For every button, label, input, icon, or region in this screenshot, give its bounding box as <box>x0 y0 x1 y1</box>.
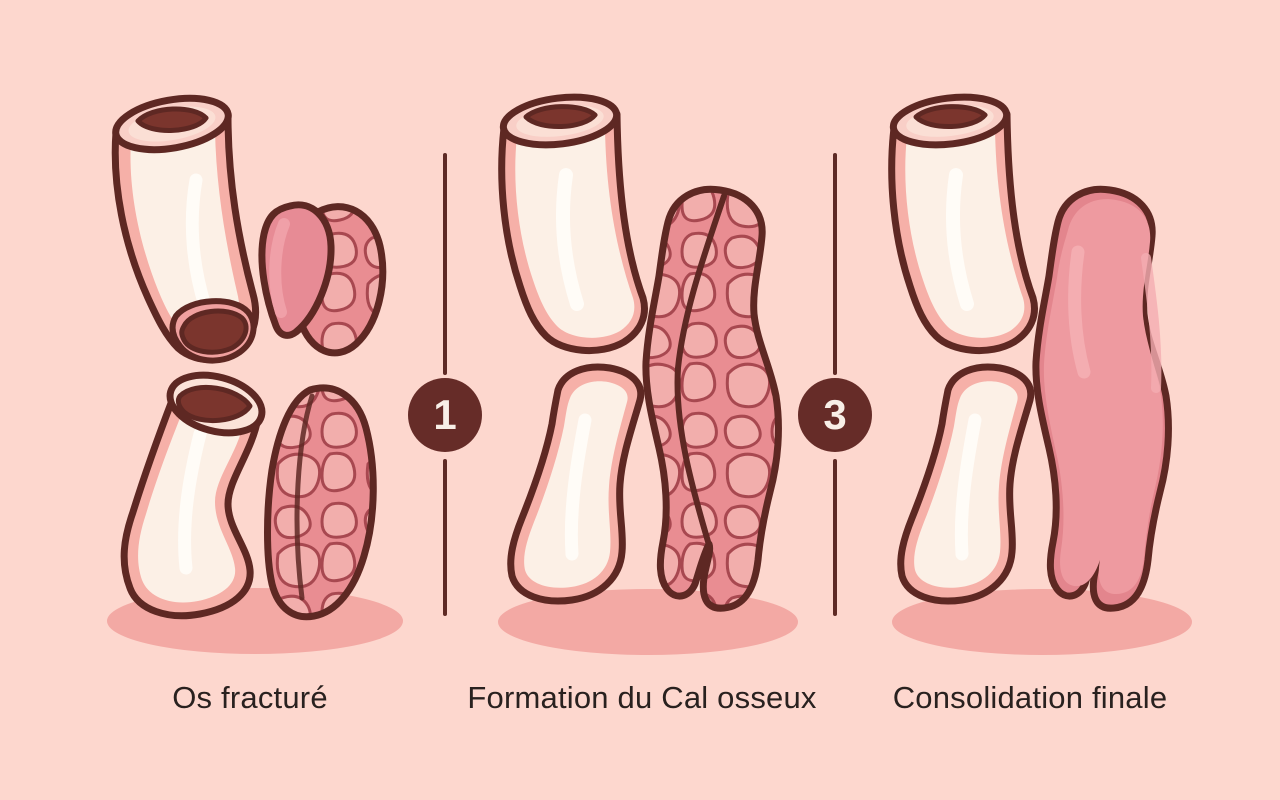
bone-lower <box>901 367 1031 601</box>
step-badge-1: 1 <box>408 378 482 452</box>
divider-line-2-bottom <box>833 459 837 616</box>
bone-upper <box>501 91 645 350</box>
panel-3-illustration <box>891 91 1192 655</box>
step-badge-3: 3 <box>798 378 872 452</box>
bone-lower <box>511 367 641 601</box>
panel-2-illustration <box>498 91 798 655</box>
callus-strip-textured <box>264 384 377 621</box>
divider-line-1-top <box>443 153 447 375</box>
divider-line-1-bottom <box>443 459 447 616</box>
stage-label-callus-formation: Formation du Cal osseux <box>467 680 817 715</box>
fractured-bone-lower <box>120 371 266 620</box>
bone-upper <box>891 91 1035 350</box>
stage-label-fractured-bone: Os fracturé <box>172 680 328 715</box>
bone-fragment-solid <box>258 201 335 339</box>
panel-1-illustration <box>107 94 403 654</box>
divider-line-2-top <box>833 153 837 375</box>
stage-label-final-consolidation: Consolidation finale <box>892 680 1168 715</box>
bone-callus-consolidated <box>1036 189 1169 608</box>
bone-callus-textured <box>646 189 779 608</box>
fractured-bone-upper <box>111 94 260 364</box>
